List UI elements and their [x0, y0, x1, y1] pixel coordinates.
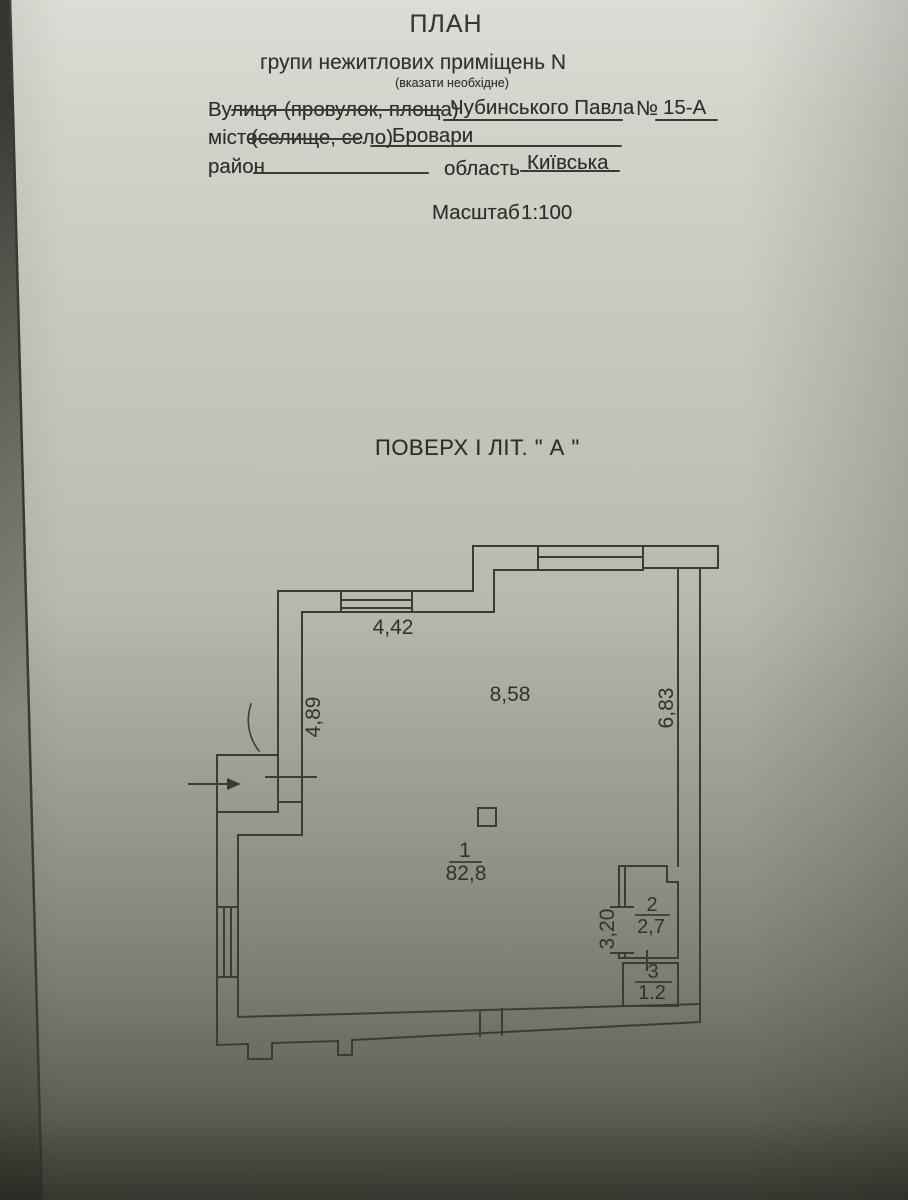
strikethrough-street	[231, 109, 442, 111]
street-value: Чубинського Павла	[450, 96, 635, 119]
note-specify: (вказати необхідне)	[395, 76, 509, 90]
room2-number: 2	[646, 894, 657, 916]
window-top-right	[537, 545, 644, 571]
city-value: Бровари	[392, 124, 474, 147]
region-label: область	[444, 157, 520, 180]
city-underline	[370, 145, 622, 147]
scale-label: Масштаб	[432, 201, 520, 224]
room2-room3-partitions	[610, 865, 679, 1007]
room3-area: 1.2	[638, 982, 666, 1004]
dim-right-wall: 6,83	[655, 688, 678, 729]
room2-area: 2,7	[637, 916, 665, 938]
city-label: місто	[208, 126, 258, 149]
room1-area: 82,8	[446, 862, 487, 885]
page-subtitle: групи нежитлових приміщень N	[259, 51, 567, 74]
floor-title: ПОВЕРХ І ЛІТ. " А "	[375, 435, 580, 460]
room-label-underlines	[449, 861, 672, 983]
number-sign: №	[636, 97, 658, 120]
house-number-underline	[655, 119, 718, 121]
bottom-wall-pier	[479, 1008, 503, 1037]
window-left	[216, 906, 239, 978]
inner-walls	[236, 567, 702, 1019]
room1-number: 1	[459, 839, 471, 862]
column	[477, 807, 497, 827]
scale-value: 1:100	[521, 201, 573, 224]
room3-number: 3	[647, 961, 658, 983]
dim-partition: 3,20	[596, 909, 619, 950]
entrance-arrow	[188, 778, 241, 790]
paper-edge-line	[8, 0, 44, 1200]
door-swing-arc	[247, 702, 261, 753]
region-value: Київська	[527, 151, 609, 174]
dim-top-left-wall: 4,42	[373, 616, 414, 639]
page-title: ПЛАН	[409, 10, 483, 38]
city-label-parenthetical: (селище, село)	[251, 126, 394, 149]
dim-left-wall: 4,89	[302, 697, 325, 738]
house-number-value: 15-А	[663, 96, 707, 119]
district-label: район	[208, 155, 265, 178]
region-underline	[520, 170, 620, 172]
street-underline	[443, 119, 623, 121]
district-underline	[253, 172, 429, 174]
plan-walls	[215, 545, 719, 1060]
window-top-left	[340, 590, 413, 613]
dim-interior-width: 8,58	[490, 683, 531, 706]
strikethrough-city	[247, 138, 360, 140]
